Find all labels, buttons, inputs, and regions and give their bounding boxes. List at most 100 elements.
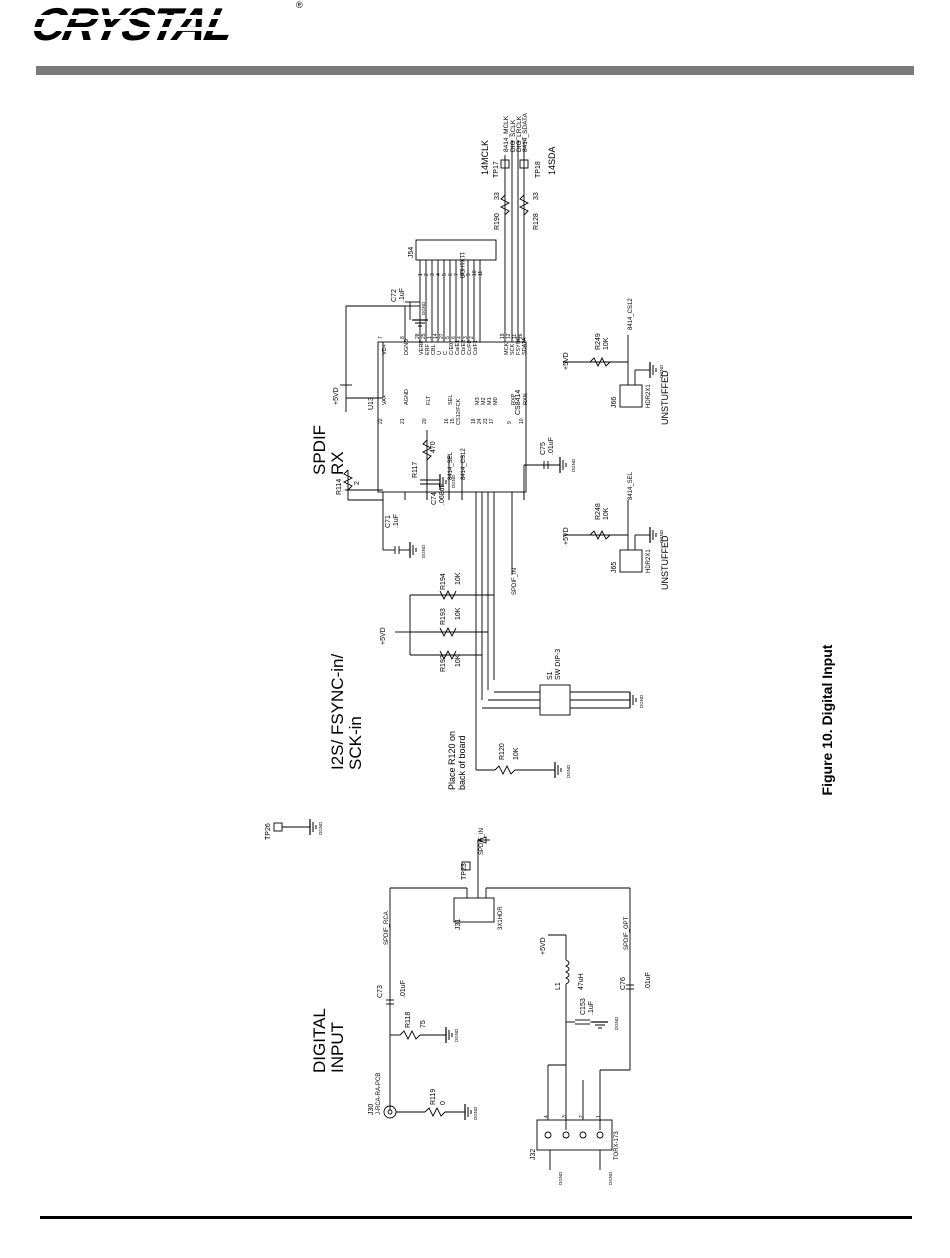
j54-body <box>415 239 497 261</box>
s1-part: SW DIP-3 <box>555 649 562 680</box>
r193-value: 10K <box>455 607 462 620</box>
u13-pinnum-21: 21 <box>400 418 406 424</box>
u13-pin-ce0: C/E0 <box>449 343 455 355</box>
gnd-label-c153: DGND <box>614 1016 619 1030</box>
j66-part: HDR2X1 <box>646 384 652 408</box>
u13-pinnum-28: 28 <box>415 333 421 339</box>
r117-ref: R117 <box>412 462 419 478</box>
s1-body <box>539 684 571 716</box>
u13-pin-m1: M1 <box>487 397 493 405</box>
j31-part: 3X1HDR <box>498 906 504 930</box>
j65-ref: J65 <box>611 562 618 573</box>
title-i2s-1: I2S/ FSYNC-in/ <box>328 654 347 770</box>
u13-pinnum-24: 24 <box>477 418 483 424</box>
r114-value: 2 <box>354 481 361 485</box>
r249-value: 10K <box>603 337 610 350</box>
j54-pin-3: 3 <box>430 273 436 276</box>
j54-pin-5: 5 <box>442 273 448 276</box>
u13-pinnum-9: 9 <box>507 421 513 424</box>
note-14mclk: 14MCLK <box>480 140 490 175</box>
u13-ref: U13 <box>368 397 375 410</box>
c73-ref: C73 <box>377 985 384 998</box>
j66-ref: J66 <box>611 397 618 408</box>
u13-pin-cbl: CBL <box>431 344 437 355</box>
schematic-digital-input: SPDIF RX I2S/ FSYNC-in/ SCK-in DIGITAL I… <box>265 113 835 1185</box>
r194-ref: R194 <box>440 573 447 590</box>
j32-pin-3: 3 <box>562 1115 568 1118</box>
j65-body <box>619 549 643 573</box>
u13-pinnum-11: 11 <box>512 334 518 339</box>
r128-ref: R128 <box>533 213 540 230</box>
gnd-label-c71: DGND <box>421 544 426 558</box>
net-8414-sel-j65: 8414_SEL <box>628 471 634 500</box>
u13-pin-cae1: Ca/E1 <box>455 340 461 355</box>
u13-pinnum-15: 15 <box>450 418 456 424</box>
c73-value: .01uF <box>400 980 407 998</box>
j54-pin-6: 6 <box>448 273 454 276</box>
note-unstuffed-a: UNSTUFFED <box>660 370 670 425</box>
j54-pin-9: 9 <box>466 273 472 276</box>
j54-pin-11: 11 <box>478 271 484 276</box>
u13-pin-sel: SEL <box>448 395 454 405</box>
gnd-label-tp26: DGND <box>318 821 323 835</box>
u13-pinnum-19: 19 <box>500 333 506 339</box>
r248-ref: R248 <box>595 503 602 520</box>
r249-ref: R249 <box>595 333 602 350</box>
r120-value: 10K <box>513 747 520 760</box>
note-unstuffed-b: UNSTUFFED <box>660 535 670 590</box>
u13-pin-stubs <box>382 492 525 500</box>
j54-pin-8: 8 <box>460 273 466 276</box>
u13-pin-flt: FLT <box>426 395 432 405</box>
u13-pin-m0: M0 <box>493 397 499 405</box>
j54-pin-2: 2 <box>424 273 430 276</box>
r190-ref: R190 <box>494 213 501 230</box>
c72-ref: C72 <box>391 289 398 302</box>
power-5vd-u13: +5VD <box>333 387 340 405</box>
j32-pin-2: 2 <box>579 1115 585 1118</box>
r117-value: 470 <box>430 441 437 453</box>
gnd-label-s1: DGND <box>639 694 644 708</box>
c74-value: .068uF <box>439 483 446 505</box>
net-8414-cs12-j66: 8414_CS12 <box>628 298 634 330</box>
u13-part: CS8414 <box>515 390 522 415</box>
net-spdif-rca: SPDIF_RCA <box>384 911 390 945</box>
r192-ref: R192 <box>440 655 447 672</box>
u13-pinnum-5: 5 <box>445 336 451 339</box>
r118-value: 75 <box>420 1020 427 1028</box>
j31-body <box>453 897 495 923</box>
c76-ref: C76 <box>620 977 627 990</box>
r194-value: 10K <box>455 572 462 585</box>
u13-pinnum-12: 12 <box>506 333 512 339</box>
c76-value: .01uF <box>645 972 652 990</box>
note-14sda: 14SDA <box>547 146 557 175</box>
r119-ref: R119 <box>430 1089 437 1105</box>
net-8414-cs12-u13: 8414_CS12 <box>461 448 467 480</box>
u13-pin-u: U <box>437 351 443 355</box>
c75-ref: C75 <box>540 442 547 455</box>
gnd-label-r119: DGND <box>473 1106 478 1120</box>
j32-pin-1: 1 <box>596 1115 602 1118</box>
u13-pinnum-16: 16 <box>444 418 450 424</box>
note-r120-2: back of board <box>457 735 467 790</box>
r119-value: 0 <box>440 1101 447 1105</box>
tp18-ref: TP18 <box>535 161 542 178</box>
net-8414-sel-u13: 8414_SEL <box>448 451 454 480</box>
j54-pins <box>419 260 481 342</box>
r190-value: 33 <box>494 192 501 200</box>
u13-pin-sck: SCK <box>510 343 516 355</box>
gnd-label-c75: DGND <box>571 458 576 472</box>
j54-pin-1: 1 <box>418 273 424 276</box>
u13-pin-m3: M3 <box>475 397 481 405</box>
r248-value: 10K <box>603 507 610 520</box>
r192-value: 10K <box>455 654 462 667</box>
net-spdif-opt: SPDIF_OPT <box>624 916 630 950</box>
u13-pinnum-22: 22 <box>378 418 384 424</box>
registered-mark: ® <box>296 0 303 10</box>
title-digital-1: DIGITAL <box>310 1008 329 1073</box>
header-bar <box>36 66 914 75</box>
j32-ref: J32 <box>530 1149 537 1160</box>
u13-pin-ccf0: Cc/F0 <box>467 340 473 355</box>
gnd-label-j32-a: DGND <box>558 1171 563 1185</box>
u13-pinnum-27: 27 <box>439 333 445 339</box>
tp17-ref: TP17 <box>493 161 500 178</box>
